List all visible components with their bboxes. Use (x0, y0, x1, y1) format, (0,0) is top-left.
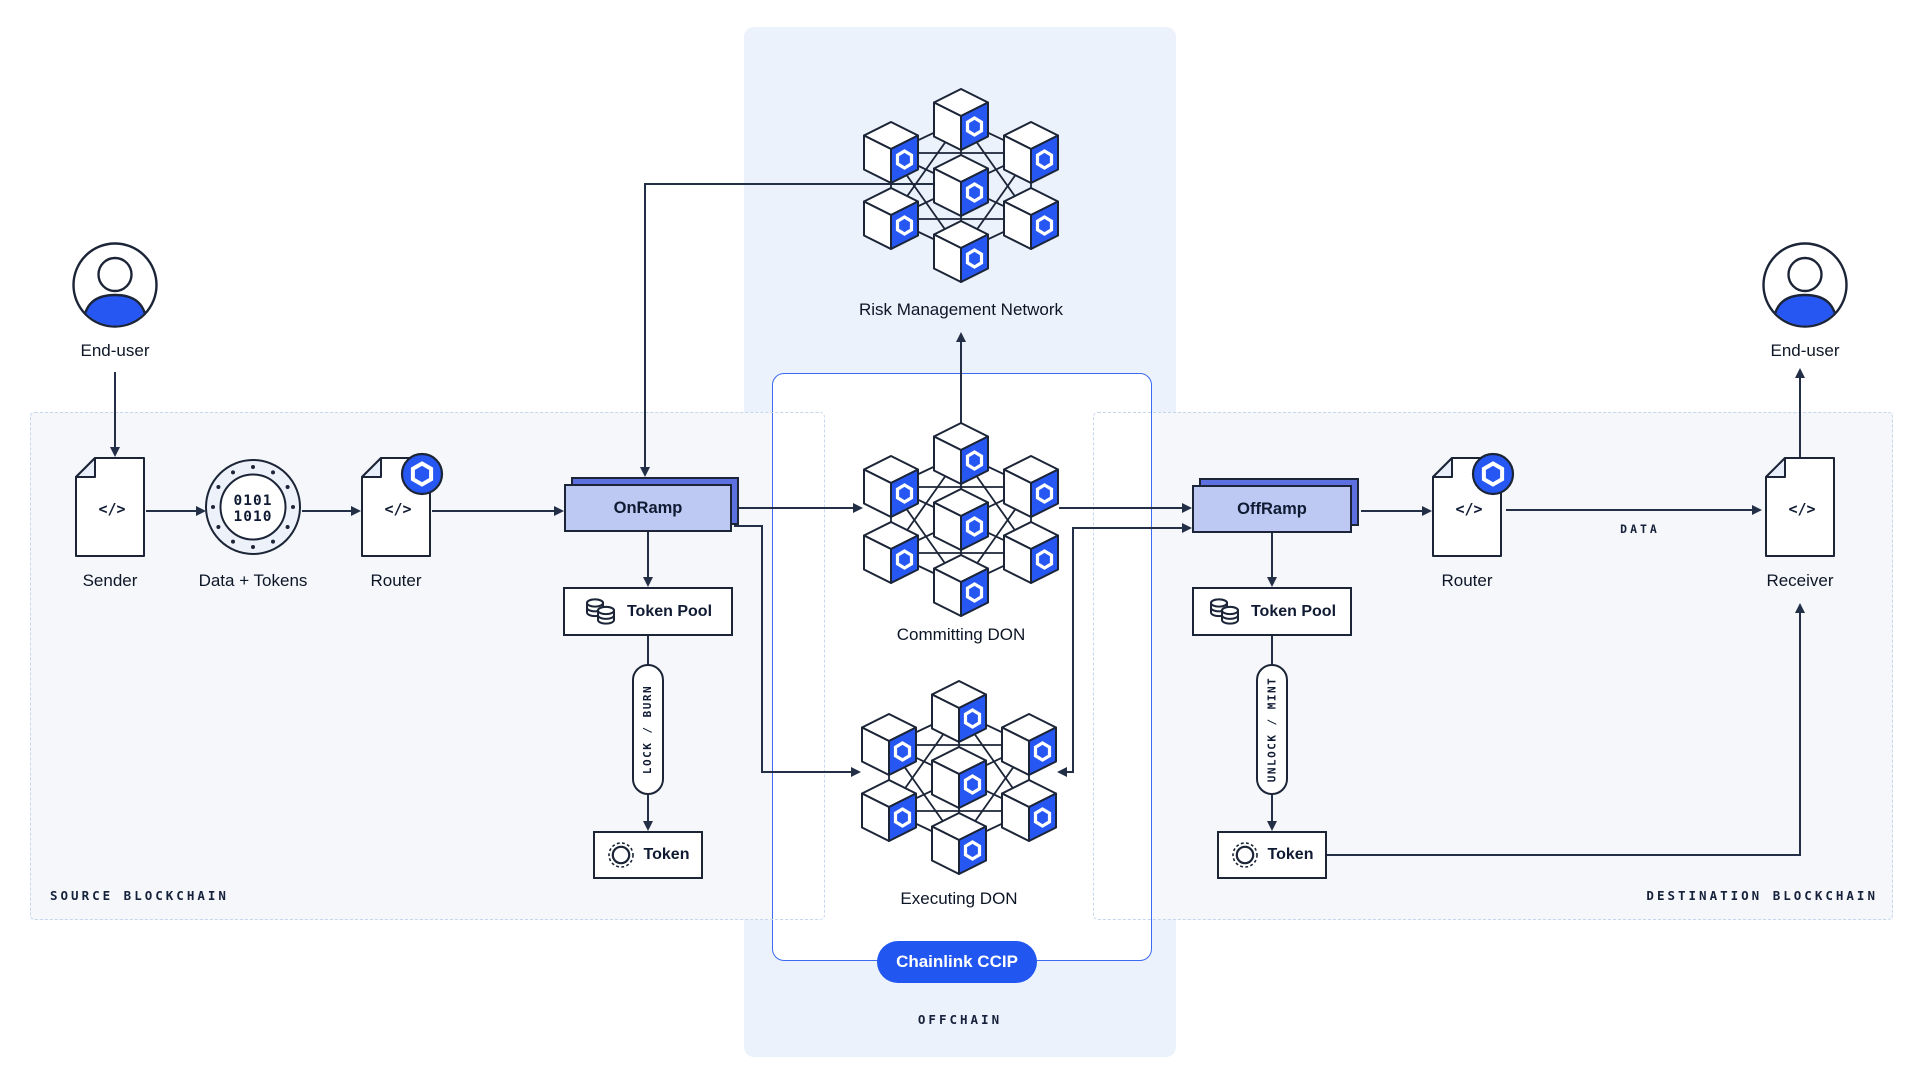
token-coin-icon (607, 841, 634, 869)
onramp-node: OnRamp (564, 484, 732, 532)
token-node-right: Token (1217, 831, 1327, 879)
source-blockchain-caption: SOURCE BLOCKCHAIN (50, 888, 229, 903)
binary-text-line1: 0101 (234, 493, 273, 509)
code-glyph: </> (1788, 500, 1815, 518)
token-coin-icon (1231, 841, 1258, 869)
lock-burn-label: LOCK / BURN (641, 684, 655, 775)
token-pool-node-right: Token Pool (1192, 587, 1352, 636)
executing-don-icon (861, 680, 1057, 876)
router-label-left: Router (370, 571, 422, 590)
code-glyph: </> (98, 500, 125, 518)
chainlink-ccip-label: Chainlink CCIP (896, 952, 1018, 971)
chainlink-logo-icon (1471, 452, 1515, 496)
unlock-mint-capsule: UNLOCK / MINT (1256, 664, 1288, 795)
token-pool-node-left: Token Pool (563, 587, 733, 636)
coin-stack-icon (1209, 597, 1239, 625)
chainlink-ccip-badge: Chainlink CCIP (877, 941, 1037, 983)
offramp-node: OffRamp (1192, 485, 1352, 533)
code-glyph: </> (1455, 500, 1482, 518)
sender-document-icon: </> (75, 457, 145, 557)
token-node-left: Token (593, 831, 703, 879)
risk-management-network-label: Risk Management Network (858, 300, 1064, 319)
code-glyph: </> (384, 500, 411, 518)
token-pool-label-left: Token Pool (626, 602, 713, 620)
data-tokens-coin-icon: 0101 1010 (205, 459, 301, 555)
risk-management-network-icon (863, 88, 1059, 284)
token-label-left: Token (643, 846, 690, 863)
router-label-right: Router (1441, 571, 1493, 590)
committing-don-icon (863, 422, 1059, 618)
end-user-label-left: End-user (80, 341, 150, 360)
executing-don-label: Executing DON (900, 889, 1018, 908)
token-pool-label-right: Token Pool (1250, 602, 1337, 620)
data-tokens-label: Data + Tokens (198, 571, 308, 590)
offramp-label: OffRamp (1237, 499, 1307, 518)
end-user-label-right: End-user (1770, 341, 1840, 360)
receiver-document-icon: </> (1765, 457, 1835, 557)
data-arrow-label: DATA (1620, 522, 1660, 536)
unlock-mint-label: UNLOCK / MINT (1265, 676, 1279, 783)
lock-burn-capsule: LOCK / BURN (632, 664, 664, 795)
sender-label: Sender (82, 571, 138, 590)
offchain-caption: OFFCHAIN (917, 1012, 1003, 1027)
coin-stack-icon (585, 597, 615, 625)
end-user-avatar-left (72, 242, 158, 328)
chainlink-logo-icon (400, 452, 444, 496)
onramp-label: OnRamp (613, 498, 683, 517)
destination-blockchain-caption: DESTINATION BLOCKCHAIN (1646, 888, 1878, 903)
committing-don-label: Committing DON (896, 625, 1026, 644)
receiver-label: Receiver (1766, 571, 1834, 590)
binary-text-line2: 1010 (234, 509, 273, 525)
token-label-right: Token (1267, 846, 1314, 863)
end-user-avatar-right (1762, 242, 1848, 328)
